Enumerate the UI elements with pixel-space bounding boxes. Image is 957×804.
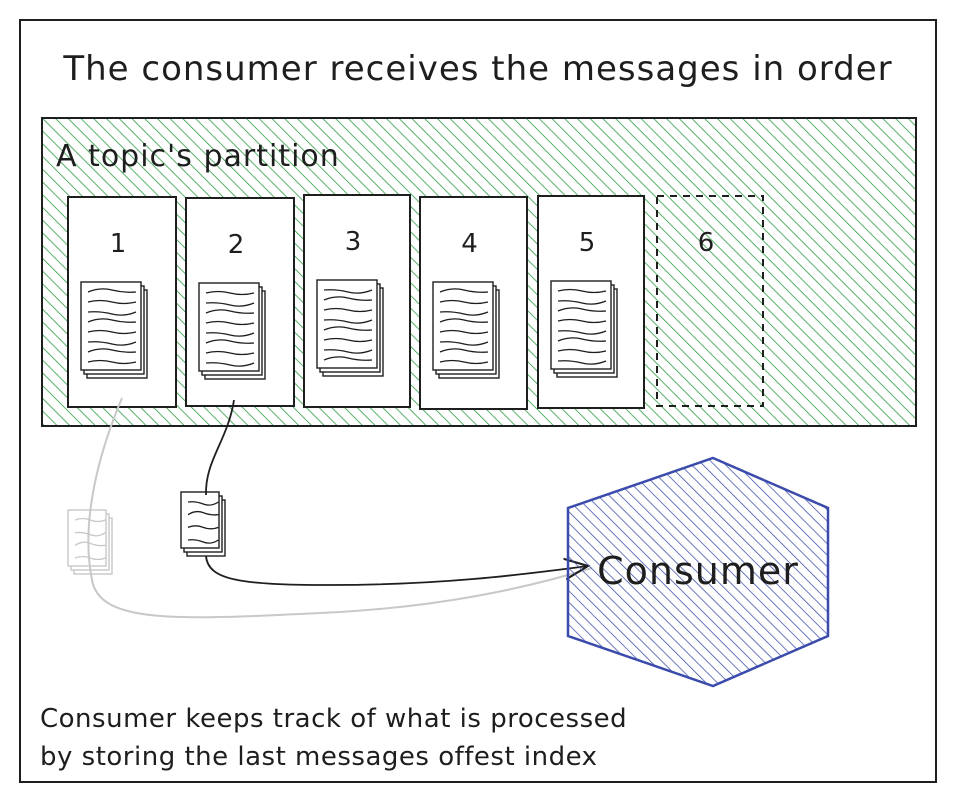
message-slot-3: 3 [303, 194, 411, 408]
message-slot-border [656, 195, 764, 407]
document-stack-icon [198, 282, 266, 380]
consumer-label: Consumer [597, 549, 799, 593]
message-offset-number: 6 [698, 228, 715, 258]
message-slot-6: 6 [656, 195, 764, 407]
message-slot-4: 4 [419, 196, 528, 410]
message-slot-5: 5 [537, 195, 645, 409]
document-stack-icon-delivering [180, 491, 226, 557]
document-stack-icon [316, 279, 384, 377]
message-offset-number: 3 [345, 227, 362, 257]
document-stack-icon [80, 281, 148, 379]
message-list: 1 2 3 4 5 6 [67, 194, 764, 410]
document-stack-icon [550, 280, 618, 378]
consumer-hexagon [566, 456, 830, 688]
footnote-line-2: by storing the last messages offest inde… [40, 742, 598, 772]
document-stack-icon [432, 281, 500, 379]
processed-message-path [87, 397, 593, 619]
delivery-arrow [205, 555, 588, 586]
message-slot-1: 1 [67, 196, 177, 408]
message-offset-number: 2 [228, 230, 245, 260]
message-offset-number: 4 [461, 229, 478, 259]
message-slot-2: 2 [185, 197, 295, 407]
message-offset-number: 1 [110, 229, 127, 259]
in-flight-messages [67, 491, 226, 575]
partition-label: A topic's partition [56, 139, 340, 174]
current-message-path [205, 399, 235, 496]
document-stack-icon-processed [67, 509, 113, 575]
footnote-line-1: Consumer keeps track of what is processe… [40, 704, 627, 734]
page-title: The consumer receives the messages in or… [62, 49, 892, 89]
consumer-node: Consumer [566, 456, 830, 688]
message-offset-number: 5 [579, 228, 596, 258]
